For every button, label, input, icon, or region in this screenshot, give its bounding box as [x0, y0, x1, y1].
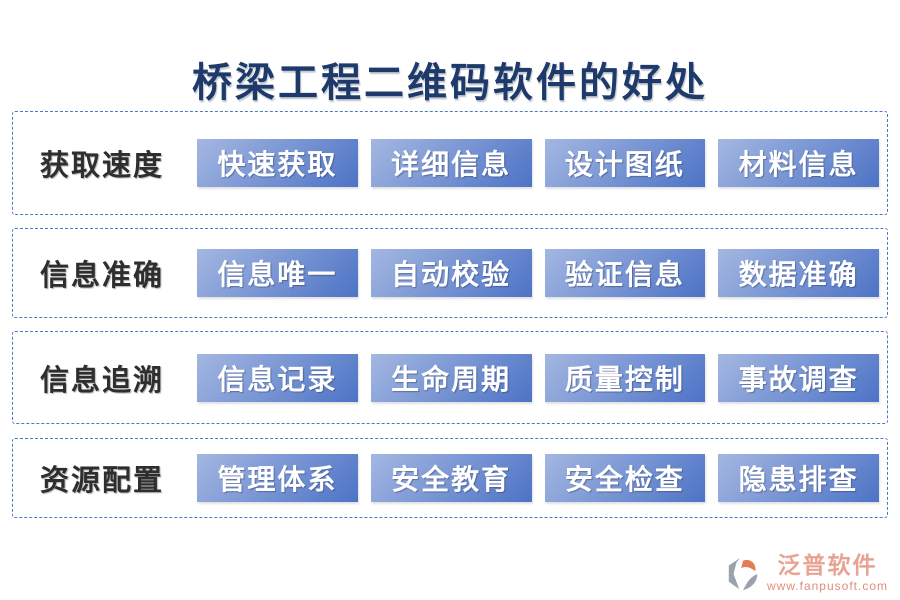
feature-button[interactable]: 设计图纸 — [544, 139, 706, 187]
feature-button[interactable]: 隐患排查 — [718, 454, 879, 502]
section-info-accuracy: 信息准确 信息唯一 自动校验 验证信息 数据准确 — [12, 228, 888, 318]
feature-button[interactable]: 安全检查 — [544, 454, 706, 502]
feature-button[interactable]: 自动校验 — [370, 249, 532, 297]
fanpu-logo-icon — [728, 557, 758, 591]
section-label: 信息准确 — [40, 260, 165, 292]
feature-button[interactable]: 生命周期 — [370, 353, 532, 402]
section-resource-allocation: 资源配置 管理体系 安全教育 安全检查 隐患排查 — [12, 438, 888, 518]
brand-text-block: 泛普软件 www.fanpusoft.com — [767, 554, 888, 592]
page-title: 桥梁工程二维码软件的好处 — [192, 60, 708, 105]
section-label: 获取速度 — [40, 150, 165, 182]
button-group: 信息唯一 自动校验 验证信息 数据准确 — [197, 249, 879, 297]
brand-url: www.fanpusoft.com — [766, 579, 888, 593]
section-acquisition-speed: 获取速度 快速获取 详细信息 设计图纸 材料信息 — [12, 111, 888, 215]
feature-button[interactable]: 信息唯一 — [197, 249, 358, 297]
feature-button[interactable]: 详细信息 — [370, 139, 532, 187]
feature-button[interactable]: 数据准确 — [718, 249, 879, 297]
button-group: 快速获取 详细信息 设计图纸 材料信息 — [197, 139, 879, 187]
feature-button[interactable]: 材料信息 — [718, 139, 879, 187]
section-label: 信息追溯 — [40, 364, 165, 397]
button-group: 信息记录 生命周期 质量控制 事故调查 — [197, 353, 879, 402]
brand-name: 泛普软件 — [777, 553, 878, 578]
feature-button[interactable]: 快速获取 — [197, 139, 358, 187]
section-label: 资源配置 — [40, 465, 165, 497]
feature-button[interactable]: 质量控制 — [544, 353, 706, 402]
section-info-traceability: 信息追溯 信息记录 生命周期 质量控制 事故调查 — [12, 331, 888, 424]
feature-button[interactable]: 安全教育 — [370, 454, 532, 502]
feature-button[interactable]: 信息记录 — [197, 353, 358, 402]
feature-button[interactable]: 验证信息 — [544, 249, 706, 297]
feature-button[interactable]: 事故调查 — [718, 353, 879, 402]
feature-button[interactable]: 管理体系 — [197, 454, 358, 502]
button-group: 管理体系 安全教育 安全检查 隐患排查 — [197, 454, 879, 502]
brand-watermark: 泛普软件 www.fanpusoft.com — [725, 554, 888, 594]
